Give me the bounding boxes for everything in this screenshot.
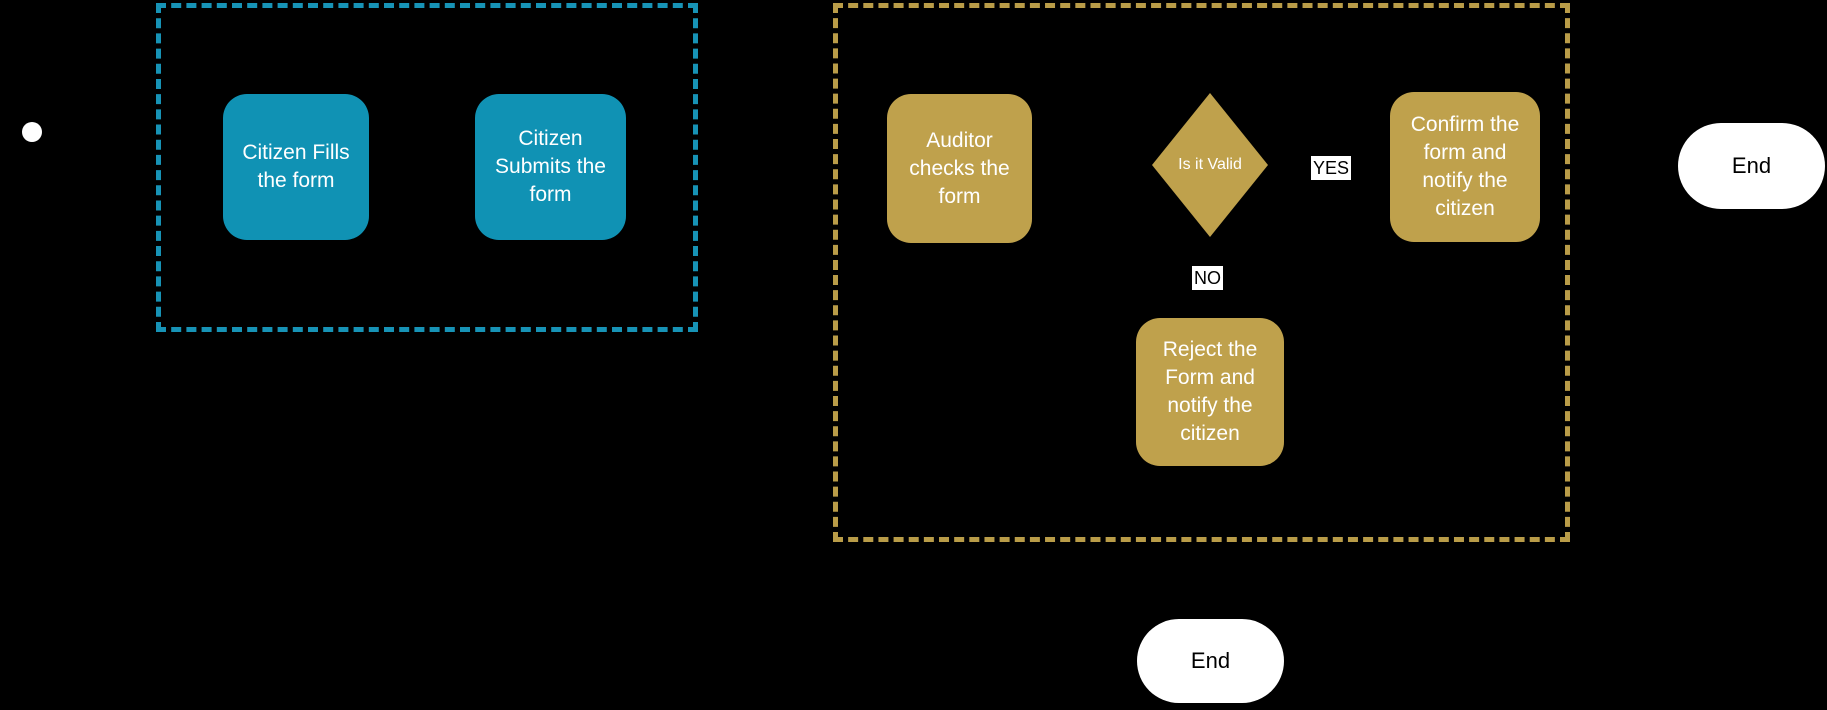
edge-label-no: NO (1192, 266, 1223, 290)
node-reject-and-notify: Reject the Form and notify the citizen (1136, 318, 1284, 466)
node-citizen-submits-form-label: Citizen Submits the form (495, 127, 606, 206)
end-node-bottom: End (1137, 619, 1284, 703)
auditor-subgraph-container (833, 3, 1570, 542)
edge-label-yes: YES (1311, 156, 1352, 180)
node-confirm-and-notify: Confirm the form and notify the citizen (1390, 92, 1540, 242)
citizen-subgraph-container (156, 3, 698, 332)
node-reject-and-notify-label: Reject the Form and notify the citizen (1162, 338, 1258, 445)
node-decision-label: Is it Valid (1178, 156, 1242, 173)
node-confirm-and-notify-label: Confirm the form and notify the citizen (1410, 113, 1520, 220)
node-citizen-fills-form: Citizen Fills the form (223, 94, 369, 240)
node-auditor-checks-form-label: Auditor checks the form (909, 128, 1010, 208)
node-citizen-fills-form-label: Citizen Fills the form (242, 141, 350, 192)
node-auditor-checks-form: Auditor checks the form (887, 94, 1032, 243)
end-node-right: End (1678, 123, 1825, 209)
end-node-right-label: End (1731, 153, 1772, 178)
start-node-dot (22, 122, 42, 142)
end-node-bottom-label: End (1190, 648, 1231, 673)
node-citizen-submits-form: Citizen Submits the form (475, 94, 626, 240)
